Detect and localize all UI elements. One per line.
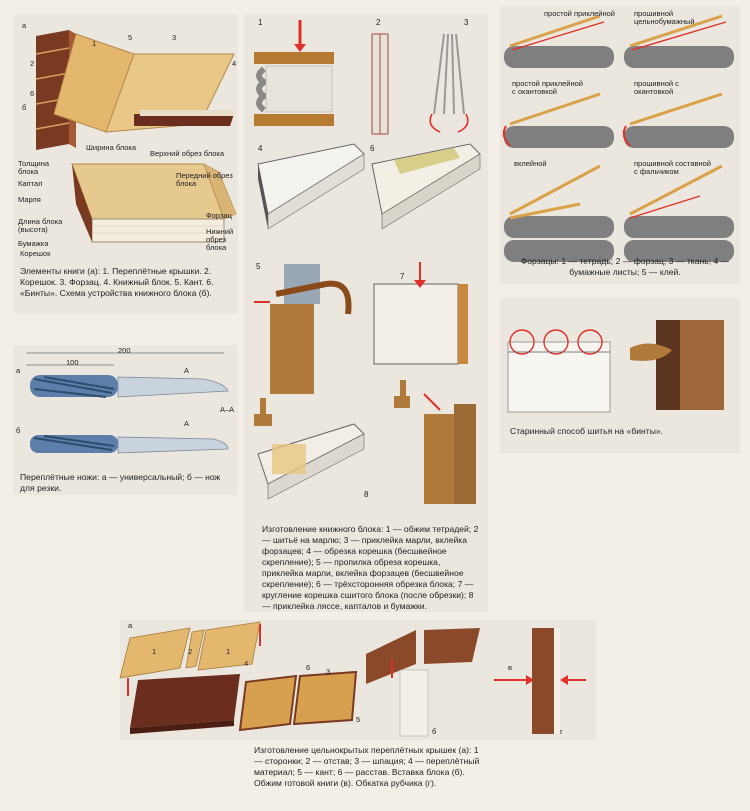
- label-4: 4: [232, 59, 237, 68]
- step-5-label: 5: [256, 262, 261, 271]
- knife-b-label: б: [16, 426, 21, 435]
- label-5: 5: [128, 33, 133, 42]
- covers-label-1a: 1: [152, 647, 157, 656]
- covers-label-3: 3: [326, 667, 331, 676]
- label-koreshok: Корешок: [20, 249, 51, 258]
- covers-label-v: в: [508, 663, 512, 672]
- step-2-label: 2: [376, 18, 381, 27]
- covers-caption: Изготовление цельнокрытых переплётных кр…: [254, 745, 480, 788]
- endpaper-type-5: вклейной: [514, 159, 547, 168]
- label-1: 1: [92, 39, 97, 48]
- section-A1: А: [184, 366, 190, 375]
- label-2: 2: [30, 59, 35, 68]
- endpapers-illustration: [502, 14, 734, 262]
- covers-label-4: 4: [244, 659, 249, 668]
- covers-illustration: [119, 621, 586, 737]
- knife-a-label: а: [16, 366, 21, 375]
- label-marlya: Марля: [18, 195, 41, 204]
- binty-caption: Старинный способ шитья на «бинты».: [510, 426, 664, 436]
- binty-illustration: [507, 320, 724, 413]
- step-6-label: 6: [370, 144, 375, 153]
- knives-illustration: [26, 352, 229, 454]
- covers-label-6: 6: [306, 663, 311, 672]
- label-bumazhka: Бумажка: [18, 239, 49, 248]
- endpaper-type-4: прошивной с окантовкой: [634, 79, 679, 96]
- step-4-label: 4: [258, 144, 263, 153]
- book-elements-caption: Элементы книги (а): 1. Переплётные крышк…: [20, 266, 214, 298]
- label-kaptal: Каптал: [18, 179, 43, 188]
- label-3: 3: [172, 33, 177, 42]
- label-b: б: [22, 103, 27, 112]
- book-elements-illustration: [35, 30, 237, 243]
- section-A2: А: [184, 419, 190, 428]
- block-making-illustration: [254, 20, 481, 504]
- endpaper-type-1: простой приклейной: [544, 9, 615, 18]
- endpaper-type-2: прошивной цельнобумажный: [634, 9, 695, 26]
- endpaper-type-3: простой приклейной с окантовкой: [512, 79, 583, 96]
- block-making-caption: Изготовление книжного блока: 1 — обжим т…: [262, 524, 479, 611]
- covers-label-b: б: [432, 727, 437, 736]
- step-1-label: 1: [258, 18, 263, 27]
- endpaper-type-6: прошивной составной с фальчиком: [634, 159, 711, 176]
- endpapers-caption: Форзацы: 1 — тетрадь; 2 — форзац; 3 — тк…: [520, 256, 730, 277]
- section-AA: А–А: [220, 405, 235, 414]
- dim-100: 100: [66, 358, 79, 367]
- label-block-width: Ширина блока: [86, 143, 137, 152]
- label-a: а: [22, 21, 27, 30]
- label-top-edge: Верхний обрез блока: [150, 149, 224, 158]
- covers-label-g: г: [560, 727, 563, 736]
- label-length: Длина блока (высота): [18, 217, 63, 234]
- label-6: 6: [30, 89, 35, 98]
- covers-label-2: 2: [188, 647, 193, 656]
- covers-label-1b: 1: [226, 647, 231, 656]
- step-3-label: 3: [464, 18, 469, 27]
- label-thickness: Толщина блока: [18, 159, 50, 176]
- covers-label-a: а: [128, 621, 133, 630]
- knives-caption: Переплётные ножи: а — универсальный; б —…: [20, 472, 221, 493]
- label-forzac: Форзац: [206, 211, 232, 220]
- dim-200: 200: [118, 346, 131, 355]
- step-7-label: 7: [400, 272, 405, 281]
- covers-label-5: 5: [356, 715, 361, 724]
- knives-panel: [14, 345, 238, 495]
- label-bottom-edge: Нижний обрез блока: [206, 227, 234, 252]
- step-8-label: 8: [364, 490, 369, 499]
- label-front-edge: Передний обрез блока: [176, 171, 233, 188]
